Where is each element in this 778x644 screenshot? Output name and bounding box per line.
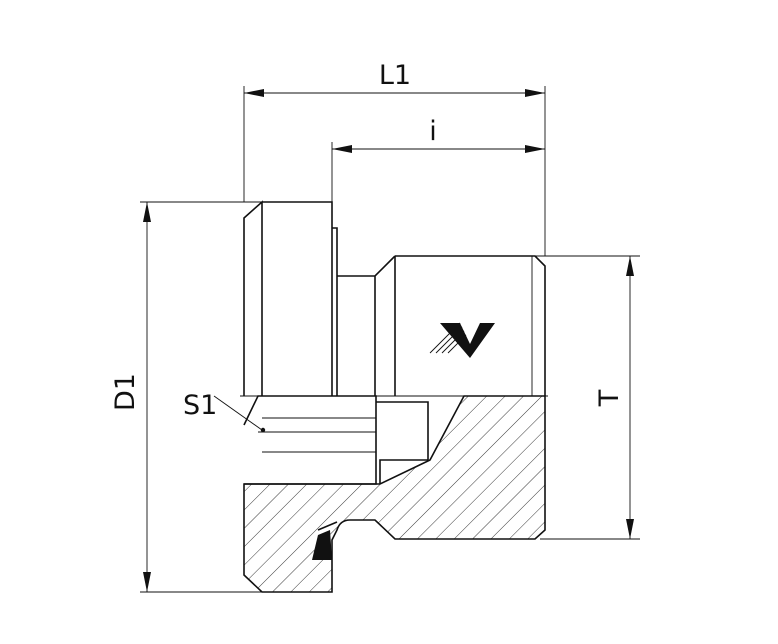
s1-label: S1 (183, 390, 217, 421)
t-label: T (594, 389, 625, 407)
l1-label: L1 (379, 60, 411, 91)
plug-section-view (243, 395, 546, 593)
i-label: i (429, 116, 437, 147)
plug-external-view (243, 200, 546, 396)
d1-label: D1 (110, 373, 141, 411)
s1-leader-dot (260, 427, 266, 433)
surface-symbol-icon (429, 322, 495, 358)
dimension-lines (140, 86, 640, 593)
s1-leader-line (213, 395, 263, 431)
